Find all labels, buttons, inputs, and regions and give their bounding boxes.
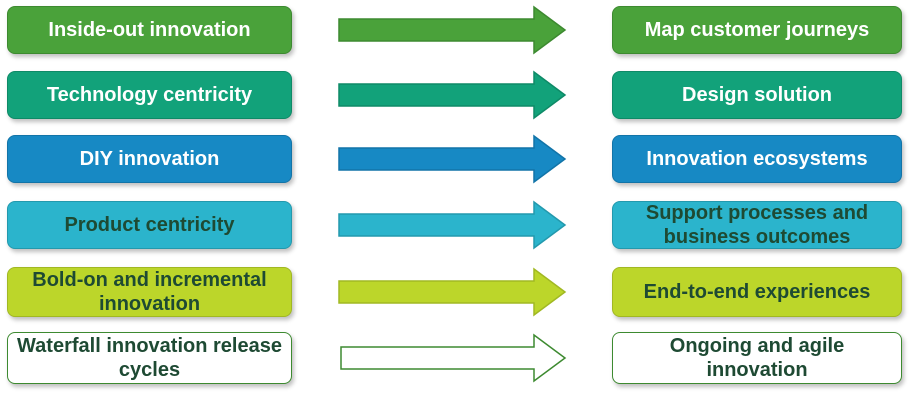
- from-box-2: Technology centricity: [7, 71, 292, 119]
- arrow-shape-4: [338, 200, 567, 250]
- from-label-1: Inside-out innovation: [48, 19, 251, 41]
- to-box-4: Support processes and business outcomes: [612, 201, 902, 249]
- transition-arrow-1: [338, 5, 567, 55]
- to-box-1: Map customer journeys: [612, 6, 902, 54]
- to-box-6: Ongoing and agile innovation: [612, 332, 902, 384]
- transition-arrow-2: [338, 70, 567, 120]
- transition-arrow-5: [338, 267, 567, 317]
- transition-arrow-3: [338, 134, 567, 184]
- from-label-2: Technology centricity: [46, 84, 253, 106]
- to-box-2: Design solution: [612, 71, 902, 119]
- to-label-5: End-to-end experiences: [643, 281, 871, 303]
- to-box-3: Innovation ecosystems: [612, 135, 902, 183]
- from-label-6: Waterfall innovation release cycles: [17, 335, 282, 381]
- transition-arrow-4: [338, 200, 567, 250]
- to-label-2: Design solution: [682, 84, 832, 106]
- to-box-5: End-to-end experiences: [612, 267, 902, 317]
- to-label-1: Map customer journeys: [644, 19, 870, 41]
- to-label-6: Ongoing and agile innovation: [669, 335, 845, 381]
- from-box-5: Bold-on and incremental innovation: [7, 267, 292, 317]
- arrow-shape-1: [338, 5, 567, 55]
- arrow-shape-5: [338, 267, 567, 317]
- from-label-3: DIY innovation: [79, 148, 220, 170]
- from-label-4: Product centricity: [64, 214, 235, 236]
- arrow-shape-2: [338, 70, 567, 120]
- from-box-6: Waterfall innovation release cycles: [7, 332, 292, 384]
- arrow-shape-6: [340, 333, 567, 383]
- to-label-4: Support processes and business outcomes: [645, 202, 869, 248]
- transition-arrow-6: [340, 333, 567, 383]
- to-label-3: Innovation ecosystems: [646, 148, 868, 170]
- from-box-3: DIY innovation: [7, 135, 292, 183]
- from-box-4: Product centricity: [7, 201, 292, 249]
- arrow-shape-3: [338, 134, 567, 184]
- from-box-1: Inside-out innovation: [7, 6, 292, 54]
- from-label-5: Bold-on and incremental innovation: [32, 269, 267, 315]
